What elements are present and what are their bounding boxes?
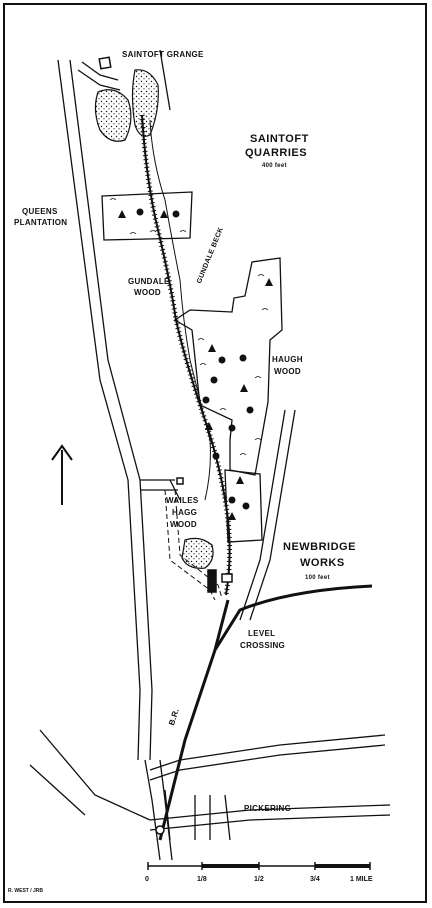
roads: [29, 49, 391, 861]
scale-label-mile: 1 MILE: [350, 876, 373, 883]
label-pickering: PICKERING: [244, 804, 292, 813]
quarry-heaps: [94, 69, 214, 569]
label-gundale-wood-1: GUNDALE: [128, 277, 170, 286]
shrub-marks: [109, 198, 269, 456]
main-railway: [158, 584, 373, 841]
scale-bar: [147, 862, 371, 870]
label-newbridge-1: NEWBRIDGE: [283, 541, 356, 553]
label-saintoft-quarries-2: QUARRIES: [245, 147, 308, 159]
scale-label-half: 1/2: [254, 876, 264, 883]
scale-label-three-quarter: 3/4: [310, 876, 320, 883]
label-saintoft-grange: SAINTOFT GRANGE: [122, 50, 204, 59]
label-wailes-3: WOOD: [170, 520, 197, 529]
label-wailes-1: WAILES: [166, 496, 199, 505]
dashed-track: [164, 489, 223, 601]
label-queens-plantation-2: PLANTATION: [14, 218, 68, 227]
label-haugh-wood-1: HAUGH: [272, 355, 303, 364]
label-wailes-2: HAGG: [172, 508, 198, 517]
label-gundale-wood-2: WOOD: [134, 288, 161, 297]
north-arrow-icon: [51, 444, 73, 505]
label-quarries-height: 400 feet: [262, 163, 287, 169]
scale-label-eighth: 1/8: [197, 876, 207, 883]
label-newbridge-height: 100 feet: [305, 575, 330, 581]
pickering-station: [155, 825, 165, 835]
label-newbridge-2: WORKS: [300, 557, 345, 569]
label-level-1: LEVEL: [248, 629, 276, 638]
map-credit: R. WEST / JRB: [8, 888, 44, 894]
works-buildings: [98, 56, 233, 593]
scale-label-0: 0: [145, 876, 149, 883]
label-level-2: CROSSING: [240, 641, 286, 650]
tramway: [139, 114, 233, 596]
label-haugh-wood-2: WOOD: [274, 367, 301, 376]
label-queens-plantation-1: QUEENS: [22, 207, 58, 216]
label-saintoft-quarries-1: SAINTOFT: [250, 133, 309, 145]
